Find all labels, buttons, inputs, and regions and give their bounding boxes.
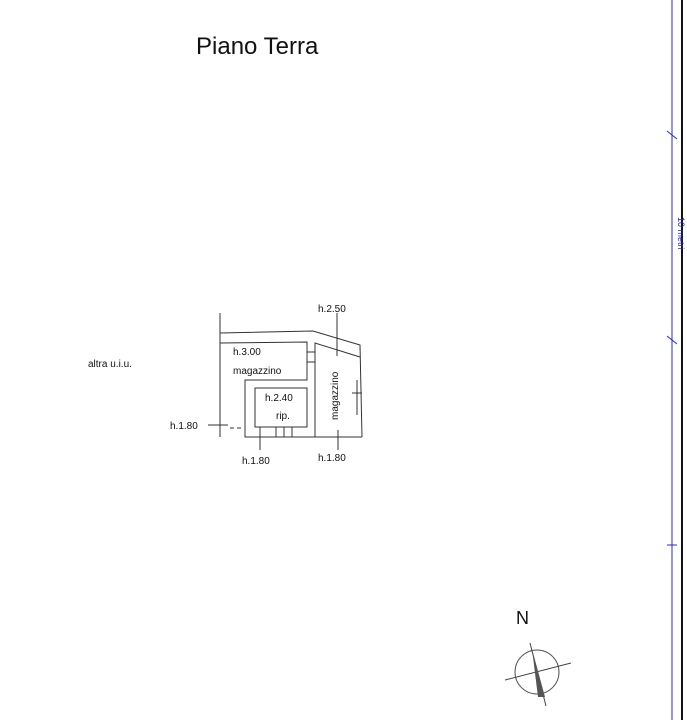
scale-bar: 10 metri <box>666 0 686 720</box>
plan-walls <box>208 313 363 450</box>
page-title: Piano Terra <box>196 33 319 60</box>
room-label: rip. <box>276 411 290 422</box>
room-label: magazzino <box>233 366 282 377</box>
height-label: h.1.80 <box>318 453 346 464</box>
room-label: magazzino <box>330 371 341 420</box>
height-label: h.3.00 <box>233 347 261 358</box>
height-label: h.1.80 <box>170 421 198 432</box>
height-label: h.1.80 <box>242 456 270 467</box>
height-label: h.2.40 <box>265 393 293 404</box>
scale-label: 10 metri <box>676 217 686 250</box>
north-arrow-icon: N <box>504 608 572 707</box>
neighbor-label: altra u.i.u. <box>88 359 132 370</box>
height-label: h.2.50 <box>318 304 346 315</box>
north-label: N <box>516 608 529 628</box>
